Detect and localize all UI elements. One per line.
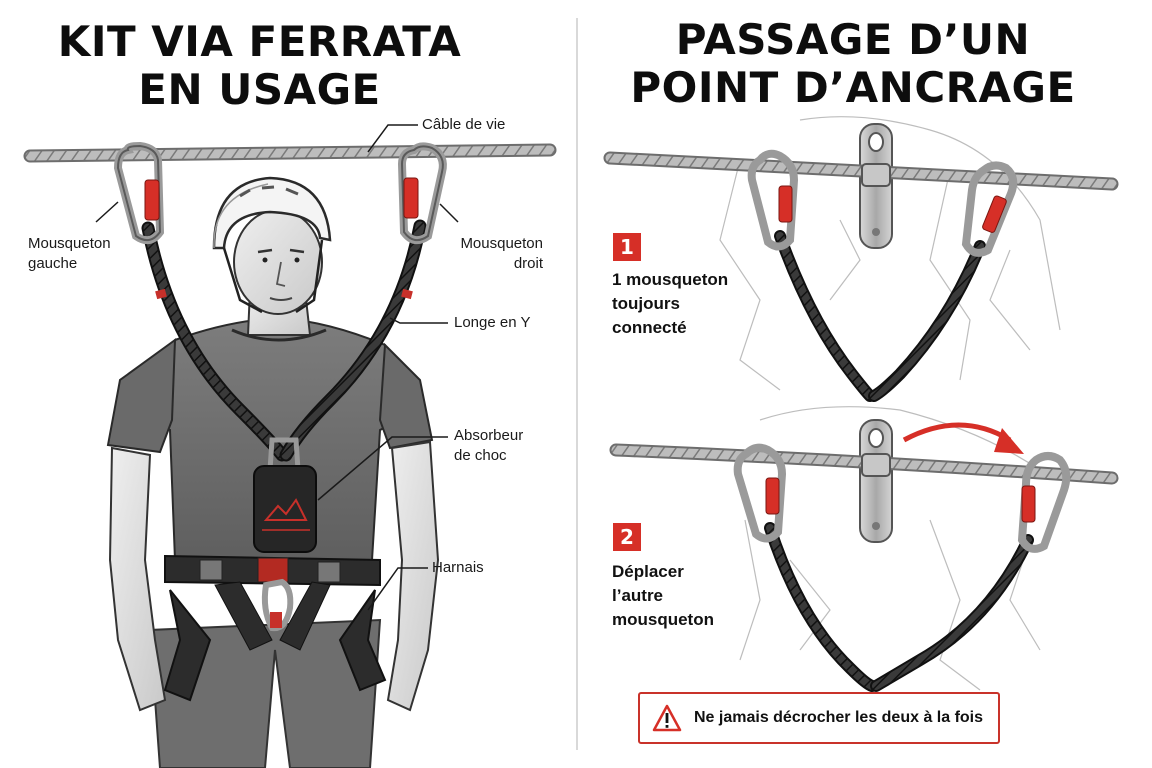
label-right-carabiner: Mousqueton droit bbox=[440, 234, 543, 274]
label-absorber: Absorbeur de choc bbox=[454, 426, 523, 466]
warning-box: Ne jamais décrocher les deux à la fois bbox=[638, 692, 1000, 744]
step1-text: 1 mousqueton toujours connecté bbox=[612, 268, 728, 340]
label-absorber-line2: de choc bbox=[454, 447, 507, 464]
left-title: KIT VIA FERRATA EN USAGE bbox=[0, 18, 547, 114]
right-title-line1: PASSAGE D’UN bbox=[675, 15, 1031, 64]
right-title: PASSAGE D’UN POINT D’ANCRAGE bbox=[566, 16, 1140, 112]
label-lanyard: Longe en Y bbox=[454, 314, 531, 331]
label-right-carabiner-line1: Mousqueton bbox=[460, 235, 543, 252]
label-absorber-line1: Absorbeur bbox=[454, 427, 524, 444]
step2-line2: l’autre bbox=[612, 586, 664, 605]
label-cable: Câble de vie bbox=[422, 116, 506, 133]
right-title-line2: POINT D’ANCRAGE bbox=[630, 63, 1076, 112]
label-harness: Harnais bbox=[432, 559, 484, 576]
step2-badge: 2 bbox=[613, 523, 641, 551]
panel-divider bbox=[576, 18, 578, 750]
label-left-carabiner: Mousqueton gauche bbox=[28, 234, 111, 274]
step1-badge: 1 bbox=[613, 233, 641, 261]
label-left-carabiner-line2: gauche bbox=[28, 255, 78, 272]
left-title-line1: KIT VIA FERRATA bbox=[57, 17, 462, 66]
warning-triangle-icon bbox=[652, 704, 682, 732]
right-panel: PASSAGE D’UN POINT D’ANCRAGE bbox=[578, 0, 1152, 768]
warning-text: Ne jamais décrocher les deux à la fois bbox=[694, 709, 984, 726]
step2-text: Déplacer l’autre mousqueton bbox=[612, 560, 714, 632]
step1-line2: toujours bbox=[612, 294, 680, 313]
step1-line1: 1 mousqueton bbox=[612, 270, 729, 289]
step1-line3: connecté bbox=[612, 318, 687, 337]
label-right-carabiner-line2: droit bbox=[513, 255, 543, 272]
label-left-carabiner-line1: Mousqueton bbox=[28, 235, 111, 252]
left-title-line2: EN USAGE bbox=[138, 65, 381, 114]
step2-line1: Déplacer bbox=[612, 562, 684, 581]
left-panel: KIT VIA FERRATA EN USAGE bbox=[0, 0, 575, 768]
step2-line3: mousqueton bbox=[612, 610, 714, 629]
